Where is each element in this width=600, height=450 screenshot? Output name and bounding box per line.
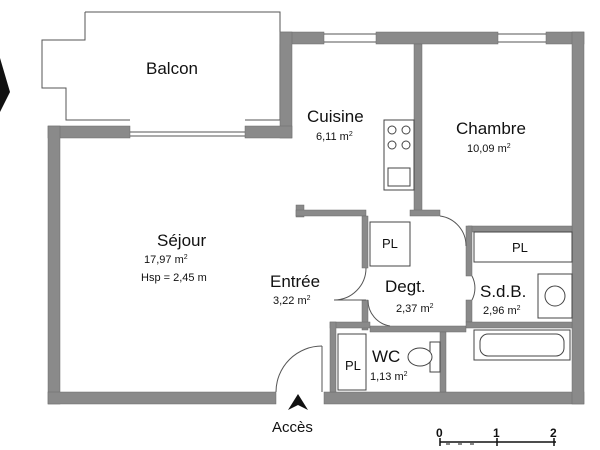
room-name-wc: WC — [372, 347, 400, 366]
room-area-wc: 1,13 m2 — [370, 371, 408, 383]
scale-tick-1: 1 — [493, 426, 500, 440]
doors — [275, 215, 476, 393]
closet-kitchen: PL — [369, 221, 411, 267]
closet-wc: PL — [337, 333, 367, 391]
room-area-sdb: 2,96 m2 — [483, 305, 521, 317]
kitchen-stove — [383, 119, 415, 191]
room-height-sejour: Hsp = 2,45 m — [141, 272, 207, 284]
closet-label: PL — [512, 240, 528, 255]
scale-tick-2: 2 — [550, 426, 557, 440]
room-name-sdb: S.d.B. — [480, 282, 526, 301]
room-area-chambre: 10,09 m2 — [467, 143, 511, 155]
room-area-entree: 3,22 m2 — [273, 295, 311, 307]
closet-label: PL — [382, 236, 398, 251]
room-name-cuisine: Cuisine — [307, 107, 364, 126]
entrance-label: Accès — [272, 419, 313, 436]
room-area-sejour: 17,97 m2 — [144, 254, 188, 266]
sink — [537, 273, 573, 319]
closet-chambre: PL — [473, 231, 573, 263]
entrance-arrow-icon — [288, 394, 308, 410]
closet-label: PL — [345, 358, 361, 373]
room-area-degt: 2,37 m2 — [396, 303, 434, 315]
walls — [47, 31, 585, 405]
north-arrow-icon — [0, 58, 10, 112]
windows — [324, 33, 546, 43]
room-name-balcon: Balcon — [146, 59, 198, 78]
room-name-sejour: Séjour — [157, 231, 206, 250]
bathtub — [473, 329, 571, 361]
scale-bar — [439, 438, 556, 446]
room-name-entree: Entrée — [270, 272, 320, 291]
room-name-chambre: Chambre — [456, 119, 526, 138]
scale-tick-0: 0 — [436, 426, 443, 440]
room-area-cuisine: 6,11 m2 — [316, 131, 353, 143]
toilet — [407, 341, 441, 373]
room-name-degt: Degt. — [385, 277, 426, 296]
